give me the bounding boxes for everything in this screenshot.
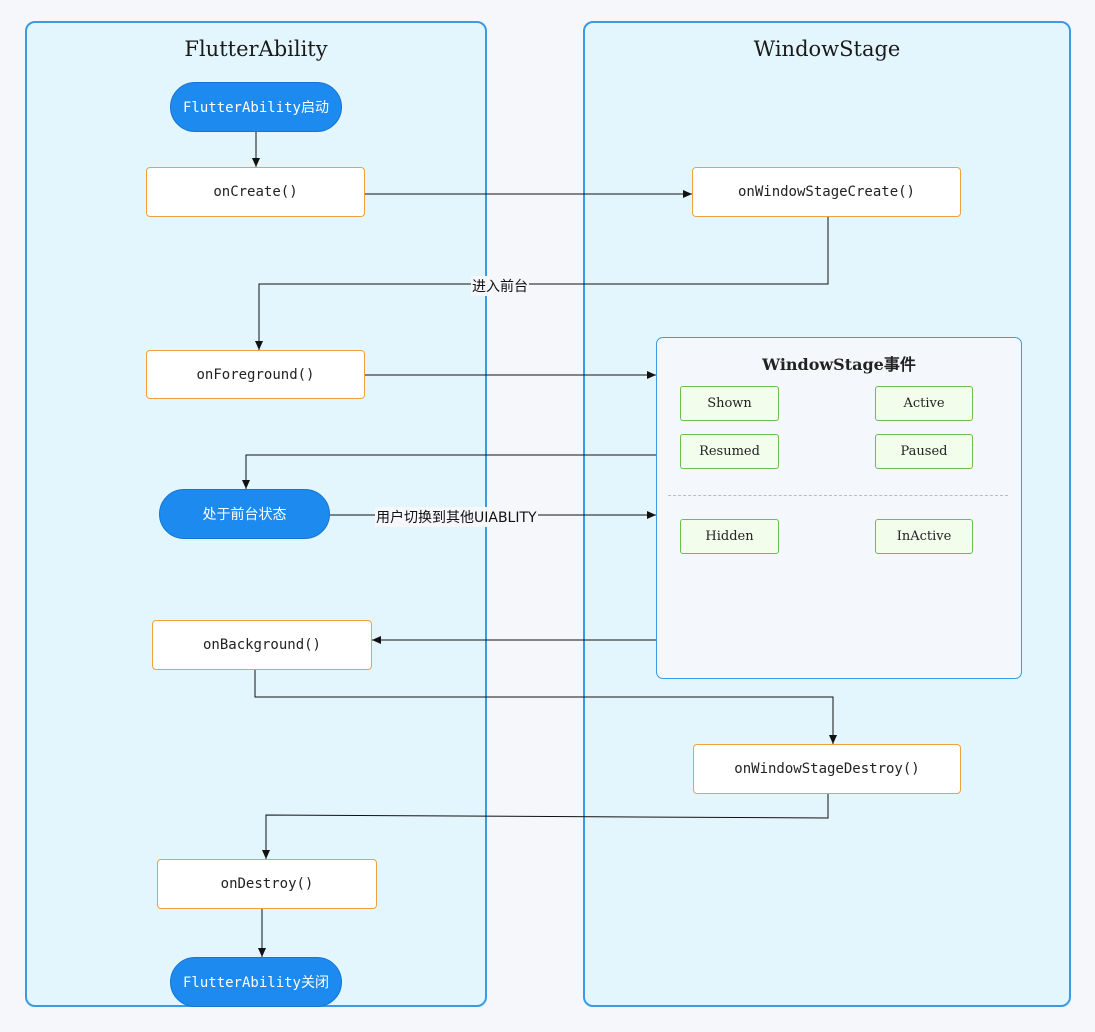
lane-title-window-stage: WindowStage xyxy=(753,37,901,61)
node-on-destroy: onDestroy() xyxy=(157,859,377,909)
event-shown: Shown xyxy=(680,386,779,421)
node-foreground-state: 处于前台状态 xyxy=(159,489,330,539)
edge-label-switch-uiability: 用户切换到其他UIABLITY xyxy=(375,507,538,527)
lane-title-flutter-ability: FlutterAbility xyxy=(184,37,328,61)
node-on-window-stage-destroy: onWindowStageDestroy() xyxy=(693,744,961,794)
node-flutter-ability-end: FlutterAbility关闭 xyxy=(170,957,342,1007)
event-paused: Paused xyxy=(875,434,973,469)
events-divider xyxy=(668,495,1008,496)
node-on-window-stage-create: onWindowStageCreate() xyxy=(692,167,961,217)
event-hidden: Hidden xyxy=(680,519,779,554)
edge-label-enter-foreground: 进入前台 xyxy=(471,276,529,296)
events-group-title: WindowStage事件 xyxy=(762,355,916,374)
node-on-create: onCreate() xyxy=(146,167,365,217)
event-active: Active xyxy=(875,386,973,421)
node-on-background: onBackground() xyxy=(152,620,372,670)
event-inactive: InActive xyxy=(875,519,973,554)
event-resumed: Resumed xyxy=(680,434,779,469)
node-on-foreground: onForeground() xyxy=(146,350,365,399)
node-flutter-ability-start: FlutterAbility启动 xyxy=(170,82,342,132)
